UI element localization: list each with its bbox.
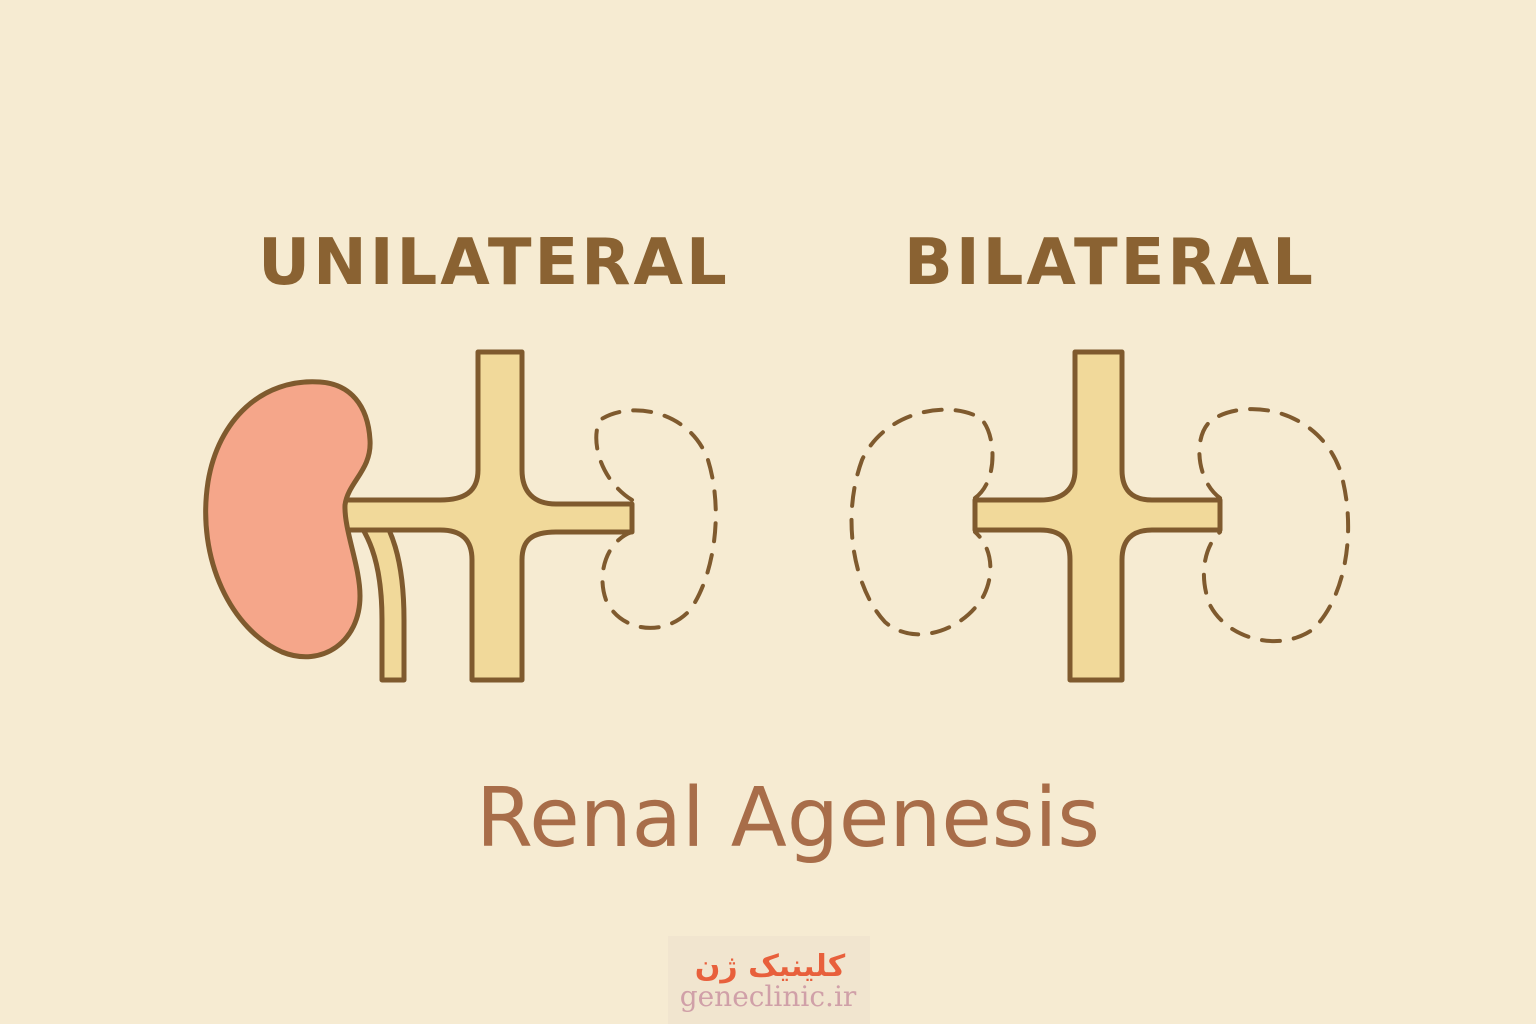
unilateral-aorta xyxy=(339,349,635,683)
watermark-box xyxy=(668,936,870,1024)
bilateral-heading: BILATERAL xyxy=(904,226,1316,300)
watermark-site: geneclinic.ir xyxy=(680,980,857,1013)
bilateral-panel xyxy=(849,349,1351,683)
page-title: Renal Agenesis xyxy=(476,771,1100,866)
unilateral-heading: UNILATERAL xyxy=(258,226,730,300)
missing-right-kidney xyxy=(594,408,718,630)
left-kidney xyxy=(203,379,373,660)
missing-right-kidney-bilateral xyxy=(1197,407,1351,644)
watermark: کلینیک ژن geneclinic.ir xyxy=(668,936,870,1024)
unilateral-panel xyxy=(203,349,718,683)
watermark-name: کلینیک ژن xyxy=(695,949,846,984)
bilateral-aorta xyxy=(972,349,1223,683)
missing-left-kidney xyxy=(849,407,995,637)
